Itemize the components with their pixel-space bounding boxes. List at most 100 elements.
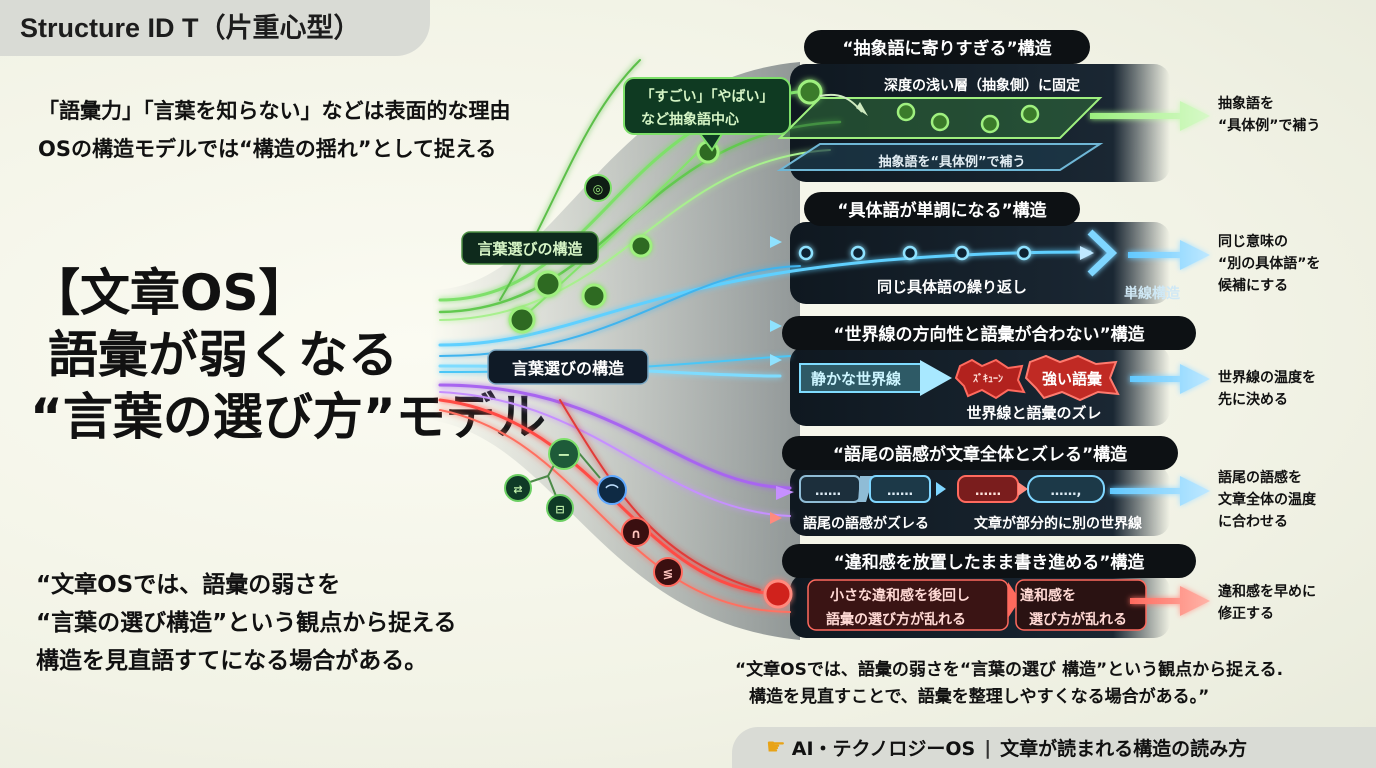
result-4-line-1: 語尾の語感を xyxy=(1218,469,1302,486)
structure-4-label-3: …… xyxy=(975,484,1001,499)
structure-5-label-4: 選び方が乱れる xyxy=(1029,611,1127,628)
node-green-4 xyxy=(534,270,562,298)
result-arrow-4 xyxy=(1110,476,1210,506)
structure-3-label-4: 世界線と語彙のズレ xyxy=(966,404,1101,422)
quote-bottom-line-1: “文章OSでは、語彙の弱さを“言葉の選び 構造”という観点から捉える. xyxy=(735,660,1284,680)
band2-dots xyxy=(798,229,1118,277)
hub-label-center: 言葉選びの構造 xyxy=(512,359,625,378)
car-icon xyxy=(546,494,574,522)
structure-3-title-pill xyxy=(782,316,1196,350)
pen-icon-red-1 xyxy=(621,517,651,547)
svg-text:∩: ∩ xyxy=(631,527,642,542)
result-1-line-2: “具体例”で補う xyxy=(1218,117,1320,134)
result-3-line-2: 先に決める xyxy=(1218,391,1288,408)
hub-label-top-box xyxy=(461,231,599,265)
result-2-line-3: 候補にする xyxy=(1218,277,1288,294)
pen-icon-blue xyxy=(597,475,627,505)
pen-icon-red-2 xyxy=(653,557,683,587)
structure-2-title-pill xyxy=(804,192,1080,226)
svg-text:≶: ≶ xyxy=(663,567,674,582)
structure-2-label-1: 同じ具体語の繰り返し xyxy=(877,278,1027,296)
structure-1-title-pill xyxy=(804,30,1090,64)
quote-bottom-line-2: 構造を見直すことで、語彙を整理しやすくなる場合がある。” xyxy=(749,687,1210,707)
intro-line-2: OSの構造モデルでは“構造の揺れ”として捉える xyxy=(38,137,497,161)
purple-streams xyxy=(438,383,792,517)
svg-text:⊟: ⊟ xyxy=(555,503,564,516)
svg-text:⌒: ⌒ xyxy=(604,484,619,500)
structure-5-label-3: 違和感を xyxy=(1020,587,1076,604)
structure-4-label-2: …… xyxy=(887,484,913,499)
bubble-icons: ◎ − ⇄ ⊟ ⌒ ∩ ≶ xyxy=(504,174,683,587)
node-green-1 xyxy=(797,79,823,105)
band3-shapes xyxy=(799,354,1120,402)
pointing-hand-icon: ☛ xyxy=(766,735,786,760)
result-arrow-5 xyxy=(1130,586,1210,616)
svg-text:◎: ◎ xyxy=(593,182,603,196)
result-arrows xyxy=(1090,101,1210,616)
quote-bottom: “文章OSでは、語彙の弱さを“言葉の選び 構造”という観点から捉える. 構造を見… xyxy=(735,657,1283,711)
burst-large xyxy=(1024,354,1120,402)
minus-circle-icon xyxy=(548,438,580,470)
structure-3-label-1: 静かな世界線 xyxy=(811,370,901,388)
result-5-line-2: 修正する xyxy=(1217,605,1274,622)
band-panel-2 xyxy=(790,222,1170,304)
svg-text:−: − xyxy=(557,445,570,464)
structure-3-title: “世界線の方向性と語彙が合わない”構造 xyxy=(833,324,1145,345)
red-core-node xyxy=(763,579,793,609)
structure-4-label-4: ……, xyxy=(1051,484,1082,499)
band5-shapes xyxy=(763,579,1147,631)
result-4-line-2: 文章全体の温度 xyxy=(1218,491,1317,508)
structure-4-label-1: …… xyxy=(815,484,841,499)
structure-5-label-2: 語彙の選び方が乱れる xyxy=(826,611,966,628)
structure-1-title: “抽象語に寄りすぎる”構造 xyxy=(842,38,1052,59)
footer-bar: ☛ AI・テクノロジーOS | 文章が読まれる構造の読み方 xyxy=(732,727,1376,768)
hub-label-center-box xyxy=(487,349,649,385)
footer-brand: AI・テクノロジーOS xyxy=(791,738,976,760)
structure-1-label-2: 抽象語を“具体例”で補う xyxy=(878,154,1025,170)
result-5-line-1: 違和感を早めに xyxy=(1218,583,1316,600)
result-arrow-1 xyxy=(1090,101,1210,131)
result-2-line-2: “別の具体語”を xyxy=(1218,255,1320,272)
chat-bubble-icon xyxy=(504,474,532,502)
burst-small xyxy=(954,358,1026,400)
structure-2-label-2: 単線構造 xyxy=(1124,285,1180,302)
stream-arrows xyxy=(770,236,794,524)
node-green-3 xyxy=(629,234,653,258)
balloon-line-1: 「すごい」「やばい」 xyxy=(641,88,774,105)
structure-5-label-1: 小さな違和感を後回し xyxy=(830,587,970,604)
result-4-line-3: に合わせる xyxy=(1218,513,1288,530)
plane-lower xyxy=(776,143,1104,171)
structure-4-title-pill xyxy=(782,436,1178,470)
svg-text:⇄: ⇄ xyxy=(513,483,522,496)
structure-5-title-pill xyxy=(782,544,1196,578)
quote-left: “文章OSでは、語彙の弱さを “言葉の選び構造”という観点から捉える 構造を見直… xyxy=(36,566,457,680)
band4-shapes xyxy=(799,475,1105,503)
result-2-line-1: 同じ意味の xyxy=(1218,233,1288,250)
balloon-line-2: など抽象語中心 xyxy=(641,111,739,128)
structure-4-label-5: 語尾の語感がズレる xyxy=(803,515,929,532)
green-nodes xyxy=(508,79,823,334)
band1-planes xyxy=(776,93,1104,171)
result-1-line-1: 抽象語を xyxy=(1218,95,1274,112)
structure-5-title: “違和感を放置したまま書き進める”構造 xyxy=(834,552,1146,573)
main-title-line-2: 語彙が弱くなる xyxy=(48,326,398,384)
structure-4-title: “語尾の語感が文章全体とズレる”構造 xyxy=(833,444,1128,465)
structure-3-label-3: 強い語彙 xyxy=(1042,370,1103,388)
structure-1-label-1: 深度の浅い層（抽象側）に固定 xyxy=(884,77,1080,94)
result-3-line-1: 世界線の温度を xyxy=(1218,369,1316,386)
bubble-icon-top xyxy=(584,174,612,202)
structure-4-label-6: 文章が部分的に別の世界線 xyxy=(974,515,1142,532)
footer-separator: | xyxy=(984,736,992,759)
result-arrow-3 xyxy=(1130,364,1210,394)
node-green-5 xyxy=(581,283,607,309)
main-title-line-1: 【文章OS】 xyxy=(30,264,309,322)
intro-line-1: 「語彙力」「言葉を知らない」などは表面的な理由 xyxy=(38,99,511,123)
quote-left-line-1: “文章OSでは、語彙の弱さを xyxy=(36,572,341,598)
hub-label-top: 言葉選びの構造 xyxy=(477,240,582,258)
structure-3-label-2: ｽﾞｷｭｰﾝ xyxy=(973,372,1003,385)
result-arrow-2 xyxy=(1128,240,1210,270)
structure-2-title: “具体語が単調になる”構造 xyxy=(837,200,1047,221)
intro-text: 「語彙力」「言葉を知らない」などは表面的な理由 OSの構造モデルでは“構造の揺れ… xyxy=(38,92,511,168)
quote-left-line-3: 構造を見直語すてになる場合がある。 xyxy=(36,648,428,674)
